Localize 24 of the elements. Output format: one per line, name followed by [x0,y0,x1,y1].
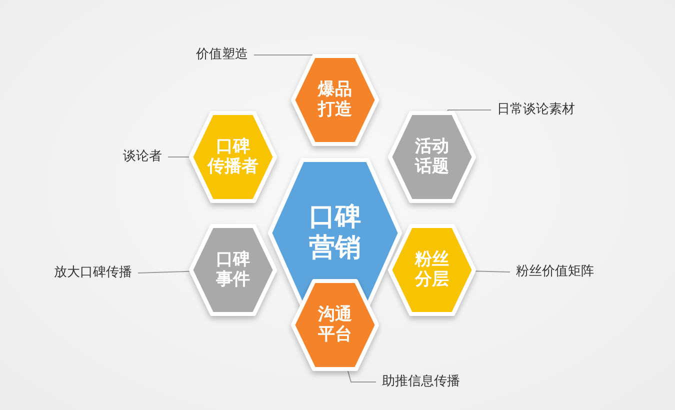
hexagon-label: 粉丝分层 [415,250,449,290]
hexagon-label: 口碑事件 [216,250,250,290]
hexagon-label: 口碑传播者 [208,136,258,178]
annotation-text: 价值塑造 [196,47,248,63]
leader-line [347,370,376,382]
hexagon-label: 爆品打造 [318,80,352,120]
hexagon-label: 口碑营销 [309,202,361,264]
annotation-text: 日常谈论素材 [497,102,575,118]
leader-line [447,110,492,112]
leader-line [474,270,510,272]
hexagon-label: 活动话题 [415,136,449,178]
hexagon-label: 沟通平台 [318,304,352,346]
hexagon-node [191,226,275,314]
hexagon-node [191,113,275,201]
leader-line [168,156,190,158]
hexagon-node [293,56,377,144]
annotation-text: 助推信息传播 [382,374,460,390]
leader-line [138,270,190,274]
annotation-text: 谈论者 [123,149,162,165]
annotation-text: 放大口碑传播 [54,265,132,281]
hexagon-node [293,281,377,369]
annotation-text: 粉丝价值矩阵 [516,264,594,280]
hexagon-node [390,226,474,314]
hexagon-node [390,113,474,201]
